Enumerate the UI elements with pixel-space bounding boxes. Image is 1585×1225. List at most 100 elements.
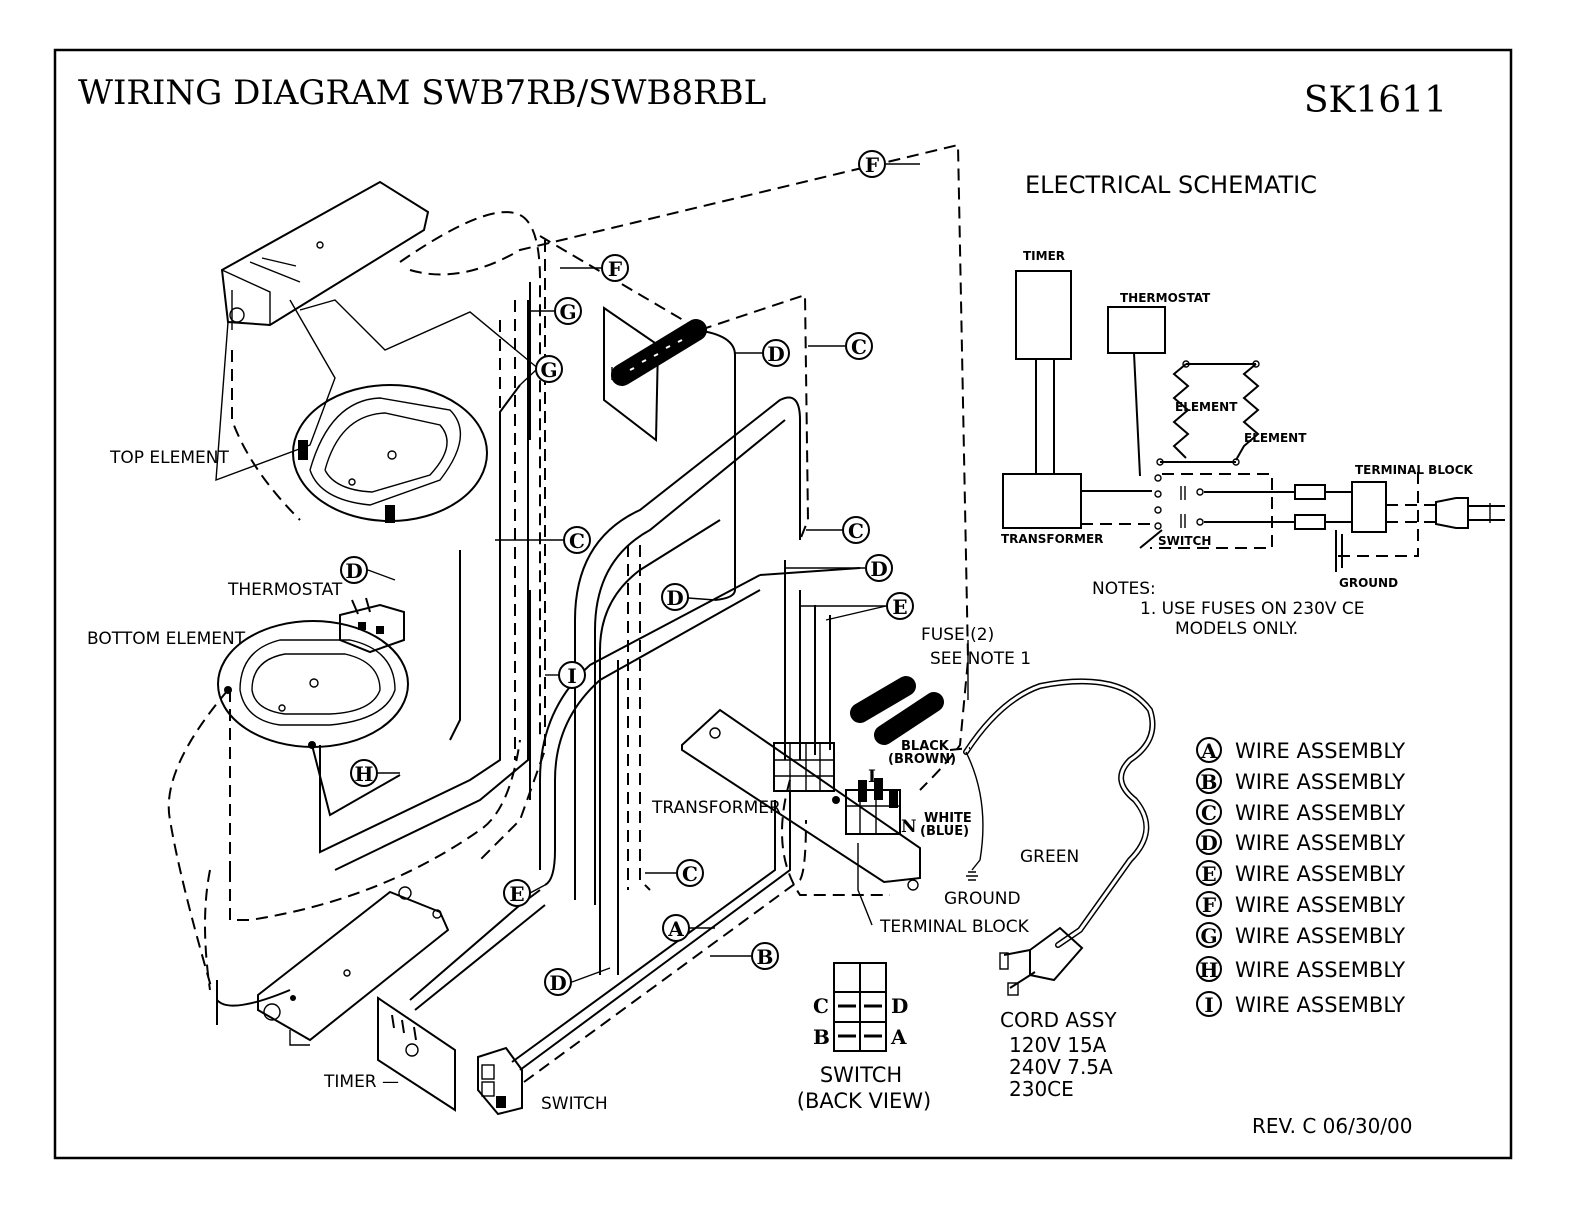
wire-callouts: F F G G D C C C D D D E I H C E A B — [340, 150, 920, 996]
callout-c-4: C — [676, 859, 704, 887]
diagram-title: WIRING DIAGRAM SWB7RB/SWB8RBL — [78, 73, 766, 113]
cord-assembly-info: CORD ASSY 120V 15A 240V 7.5A 230CE — [1000, 1008, 1117, 1101]
notes: NOTES: 1. USE FUSES ON 230V CE MODELS ON… — [1092, 579, 1365, 639]
schematic-plug — [1435, 497, 1469, 529]
callout-h: H — [350, 759, 378, 787]
legend-item-f: F — [1196, 891, 1222, 917]
label-see-note: SEE NOTE 1 — [930, 649, 1031, 669]
label-green: GREEN — [1020, 847, 1079, 867]
schematic-timer-label: TIMER — [1023, 249, 1065, 263]
legend-label-h: WIRE ASSEMBLY — [1235, 958, 1405, 982]
callout-d-1: D — [762, 339, 790, 367]
callout-g-2: G — [535, 355, 563, 383]
schematic-terminal-block-label: TERMINAL BLOCK — [1355, 463, 1474, 477]
svg-text:G: G — [540, 358, 557, 382]
schematic-element-label-1: ELEMENT — [1175, 400, 1238, 414]
svg-text:C: C — [851, 335, 867, 359]
schematic-thermostat-box — [1107, 306, 1166, 354]
svg-text:G: G — [559, 300, 576, 324]
svg-text:C: C — [1201, 801, 1217, 825]
svg-text:E: E — [1201, 862, 1216, 886]
legend-item-h: H — [1196, 956, 1222, 982]
transformer-bracket — [681, 708, 921, 884]
label-fuse: FUSE (2) — [921, 625, 994, 645]
svg-text:D: D — [345, 559, 362, 583]
legend-item-a: A — [1196, 737, 1222, 763]
switch-terminal-d: D — [891, 994, 908, 1018]
cord-line-1: 120V 15A — [1009, 1033, 1107, 1057]
svg-text:C: C — [682, 862, 698, 886]
switch-back-label-2: (BACK VIEW) — [797, 1089, 932, 1113]
svg-text:D: D — [1200, 831, 1217, 855]
legend-label-d: WIRE ASSEMBLY — [1235, 831, 1405, 855]
callout-b: B — [751, 942, 779, 970]
thermostat-part — [339, 603, 405, 654]
schematic-terminal-block — [1351, 481, 1387, 533]
svg-text:B: B — [757, 945, 774, 969]
callout-f-1: F — [858, 150, 886, 178]
switch-terminal-c: C — [813, 994, 829, 1018]
svg-text:D: D — [549, 971, 566, 995]
svg-text:A: A — [1200, 739, 1217, 763]
svg-text:I: I — [1204, 993, 1213, 1017]
svg-text:D: D — [666, 586, 683, 610]
svg-text:D: D — [870, 557, 887, 581]
wire-legend-labels: WIRE ASSEMBLY WIRE ASSEMBLY WIRE ASSEMBL… — [1235, 739, 1405, 1017]
fuse-1 — [850, 676, 916, 723]
appliance-assembly-drawing — [167, 143, 1156, 1116]
switch-terminal-a: A — [890, 1025, 907, 1049]
note-line-1: 1. USE FUSES ON 230V CE — [1140, 599, 1365, 619]
schematic-title: ELECTRICAL SCHEMATIC — [1025, 171, 1317, 199]
callout-e-1: E — [886, 592, 914, 620]
schematic-switch-label: SWITCH — [1158, 534, 1211, 548]
svg-text:D: D — [767, 342, 784, 366]
label-ground: GROUND — [944, 889, 1021, 909]
callout-i: I — [558, 661, 586, 689]
switch-terminal-b: B — [813, 1025, 830, 1049]
label-blue: (BLUE) — [920, 824, 969, 839]
top-element — [292, 384, 488, 522]
svg-text:C: C — [569, 529, 585, 553]
label-thermostat: THERMOSTAT — [227, 580, 343, 600]
schematic-ground-label: GROUND — [1339, 576, 1398, 590]
legend-label-b: WIRE ASSEMBLY — [1235, 770, 1405, 794]
legend-item-i: I — [1196, 991, 1222, 1017]
label-black: BLACK — [901, 739, 950, 754]
drawing-border — [53, 48, 1513, 1160]
legend-item-e: E — [1196, 860, 1222, 886]
schematic-transformer-label: TRANSFORMER — [1001, 532, 1103, 546]
callout-d-4: D — [661, 583, 689, 611]
legend-item-g: G — [1196, 922, 1222, 948]
switch-part — [477, 1046, 523, 1116]
label-transformer: TRANSFORMER — [651, 798, 781, 818]
switch-back-label-1: SWITCH — [820, 1063, 902, 1087]
svg-text:H: H — [1200, 958, 1219, 982]
switch-back-view: C D B A SWITCH (BACK VIEW) — [797, 962, 932, 1113]
legend-label-i: WIRE ASSEMBLY — [1235, 993, 1405, 1017]
label-bottom-element: BOTTOM ELEMENT — [87, 629, 246, 649]
fuse-2 — [874, 692, 944, 745]
legend-label-a: WIRE ASSEMBLY — [1235, 739, 1405, 763]
callout-f-2: F — [601, 254, 629, 282]
svg-text:E: E — [892, 595, 907, 619]
label-top-element: TOP ELEMENT — [109, 448, 229, 468]
label-white: WHITE — [924, 811, 972, 826]
notes-heading: NOTES: — [1092, 579, 1156, 599]
schematic-timer-box — [1015, 270, 1072, 360]
note-line-2: MODELS ONLY. — [1175, 619, 1298, 639]
callout-d-5: D — [544, 968, 572, 996]
callout-g-1: G — [554, 297, 582, 325]
svg-text:F: F — [1202, 893, 1216, 917]
svg-text:A: A — [667, 917, 684, 941]
wire-legend: A B C D E F G H I — [1196, 737, 1222, 1017]
drawing-number: SK1611 — [1304, 80, 1447, 121]
label-brown: (BROWN) — [888, 752, 956, 767]
callout-d-2: D — [340, 556, 368, 584]
legend-label-c: WIRE ASSEMBLY — [1235, 801, 1405, 825]
schematic-element-2 — [1235, 363, 1260, 461]
svg-text:B: B — [1201, 770, 1218, 794]
label-terminal-block: TERMINAL BLOCK — [879, 917, 1030, 937]
cord-line-2: 240V 7.5A — [1009, 1055, 1113, 1079]
terminal-block-part — [845, 789, 901, 835]
